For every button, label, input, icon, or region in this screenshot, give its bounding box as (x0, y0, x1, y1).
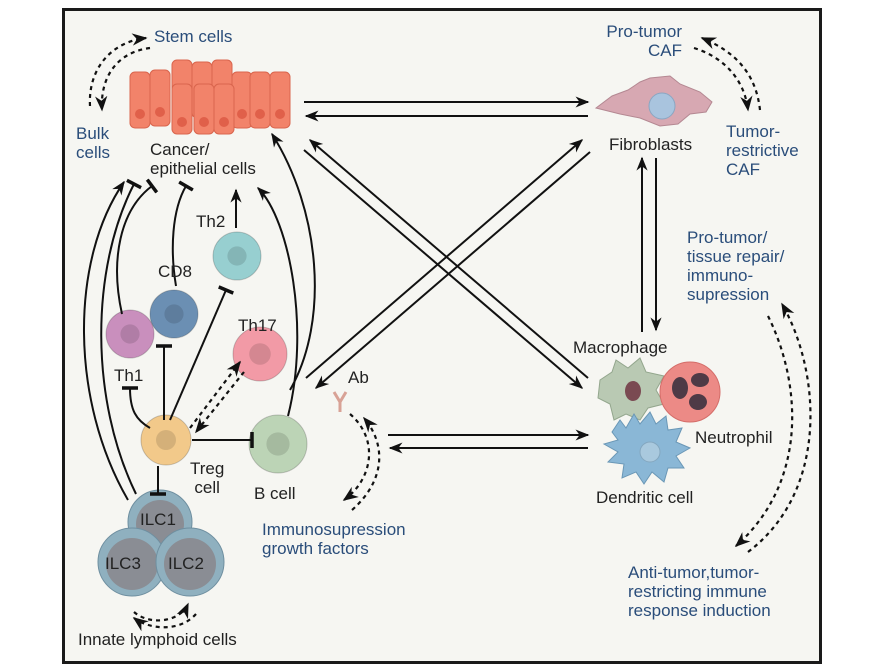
th2-cell (212, 231, 262, 281)
label-ilc1: ILC1 (140, 510, 176, 529)
cancer-cell (129, 71, 151, 129)
label-neutrophil: Neutrophil (695, 428, 773, 447)
label-stem-cells: Stem cells (154, 27, 233, 46)
label-pro-tumor-repair: Pro-tumor/tissue repair/immuno-supressio… (687, 228, 785, 304)
label-ab: Ab (348, 368, 369, 387)
cancer-epithelial-cells (129, 59, 291, 135)
label-macrophage: Macrophage (573, 338, 668, 357)
cancer-cell-nucleus (219, 117, 229, 127)
interaction-arrows (83, 96, 662, 501)
dendritic-cell (602, 411, 692, 485)
cancer-cell (149, 69, 171, 127)
label-th1: Th1 (114, 366, 144, 385)
th17-cell (232, 326, 288, 382)
cancer-cell (249, 71, 271, 129)
label-th17: Th17 (238, 316, 277, 335)
th1-cell (105, 309, 155, 359)
cancer-cell-nucleus (199, 117, 209, 127)
treg-cell (140, 414, 192, 466)
label-th2: Th2 (196, 212, 226, 231)
macrophage-cell (597, 357, 665, 421)
cancer-cell (171, 83, 193, 135)
dotted-arrows (88, 33, 812, 632)
antibody-icon (332, 391, 348, 412)
cancer-cell (231, 71, 253, 129)
cancer-cell-nucleus (275, 109, 285, 119)
cd8-cell (149, 289, 199, 339)
innate-lymphoid-cells (97, 489, 225, 597)
cancer-cell (269, 71, 291, 129)
label-ilc3: ILC3 (105, 554, 141, 573)
cancer-cell (213, 83, 235, 135)
label-innate-lymphoid-cells: Innate lymphoid cells (78, 630, 237, 649)
label-ilc2: ILC2 (168, 554, 204, 573)
label-b-cell: B cell (254, 484, 296, 503)
label-cancer-epithelial: Cancer/epithelial cells (150, 140, 256, 178)
cancer-cell-nucleus (255, 109, 265, 119)
fibroblast-cell (594, 75, 713, 127)
label-cd8: CD8 (158, 262, 193, 281)
cancer-cell-nucleus (177, 117, 187, 127)
cancer-cell-nucleus (155, 107, 165, 117)
label-dendritic-cell: Dendritic cell (596, 488, 694, 507)
cancer-cell-nucleus (135, 109, 145, 119)
label-fibroblasts: Fibroblasts (609, 135, 693, 154)
b-cell (248, 414, 308, 474)
cancer-cell-nucleus (237, 109, 247, 119)
neutrophil-cell (659, 361, 721, 423)
